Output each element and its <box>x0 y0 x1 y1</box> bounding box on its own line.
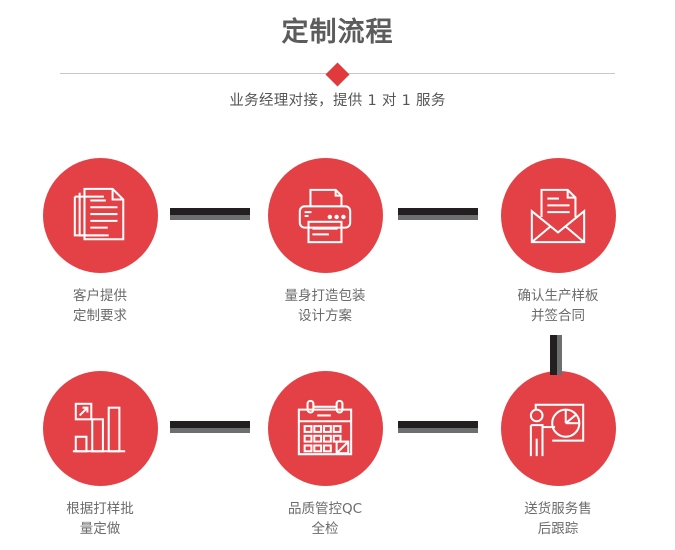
step-4-circle <box>42 371 158 486</box>
calendar-check-icon <box>297 399 353 455</box>
connector-shadow <box>398 428 478 433</box>
step-1-circle <box>42 158 158 273</box>
step-2-label: 量身打造包装 设计方案 <box>284 288 366 324</box>
documents-stack-icon <box>73 187 125 240</box>
connector-bar <box>170 208 250 215</box>
connector-shadow <box>170 428 250 433</box>
step-3-label: 确认生产样板 并签合同 <box>517 288 599 324</box>
presenter-chart-icon <box>529 403 585 456</box>
process-step-1[interactable]: 客户提供 定制要求 <box>20 158 180 326</box>
connector-2-to-3 <box>398 208 478 220</box>
step-4-label: 根据打样批 量定做 <box>66 501 134 537</box>
connector-shadow <box>557 335 562 375</box>
divider <box>60 61 615 87</box>
printer-icon <box>298 188 352 243</box>
subtitle: 业务经理对接，提供 1 对 1 服务 <box>229 93 446 109</box>
step-5-label: 品质管控QC 全检 <box>287 501 363 537</box>
connector-bar <box>398 208 478 215</box>
process-step-6[interactable]: 送货服务售 后跟踪 <box>478 371 638 539</box>
connector-3-to-4 <box>550 335 562 375</box>
connector-shadow <box>170 215 250 220</box>
bar-chart-growth-icon <box>72 402 126 452</box>
step-5-circle <box>267 371 383 486</box>
process-step-3[interactable]: 确认生产样板 并签合同 <box>478 158 638 326</box>
connector-1-to-2 <box>170 208 250 220</box>
step-6-label: 送货服务售 后跟踪 <box>524 501 592 537</box>
connector-bar <box>398 421 478 428</box>
step-6-circle <box>500 371 616 486</box>
process-step-2[interactable]: 量身打造包装 设计方案 <box>245 158 405 326</box>
step-2-circle <box>267 158 383 273</box>
connector-bar <box>550 335 557 375</box>
step-1-label: 客户提供 定制要求 <box>73 288 127 324</box>
envelope-letter-icon <box>530 188 586 243</box>
connector-4-to-5 <box>170 421 250 433</box>
header-section: 定制流程 业务经理对接，提供 1 对 1 服务 <box>0 0 675 130</box>
connector-bar <box>170 421 250 428</box>
process-step-5[interactable]: 品质管控QC 全检 <box>245 371 405 539</box>
connector-shadow <box>398 215 478 220</box>
page-title: 定制流程 <box>281 17 394 48</box>
step-3-circle <box>500 158 616 273</box>
connector-5-to-6 <box>398 421 478 433</box>
process-step-4[interactable]: 根据打样批 量定做 <box>20 371 180 539</box>
